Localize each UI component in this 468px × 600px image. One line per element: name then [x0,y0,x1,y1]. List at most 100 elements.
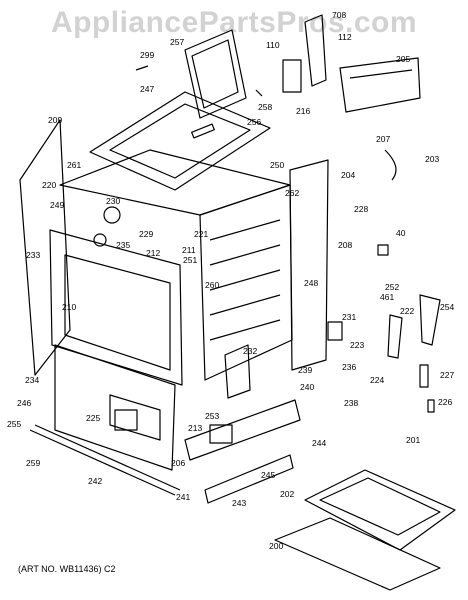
part-label-255: 255 [7,419,21,429]
part-label-207: 207 [376,134,390,144]
part-label-233: 233 [26,250,40,260]
pin-part [135,65,149,71]
hinge-222 [387,314,403,359]
cable-203 [384,149,397,181]
part-label-256: 256 [247,117,261,127]
broiler-pan-liner [109,394,161,441]
part-label-40: 40 [396,228,406,238]
part-label-257: 257 [170,37,184,47]
part-label-708: 708 [332,10,346,20]
part-label-254: 254 [440,302,454,312]
bracket-231 [327,321,343,341]
part-label-234: 234 [25,375,39,385]
part-label-200: 200 [269,541,283,551]
part-label-229: 229 [139,229,153,239]
part-label-203: 203 [425,154,439,164]
lower-cavity [54,344,176,471]
part-label-110: 110 [266,40,280,50]
side-panel-left [19,119,71,376]
oven-rack [274,517,441,591]
part-label-245: 245 [261,470,275,480]
cooktop-panel [89,91,271,191]
cooktop-slot [191,123,215,139]
part-label-204: 204 [341,170,355,180]
cooktop-inner [109,103,251,179]
part-label-244: 244 [312,438,326,448]
burner-knob [103,206,121,224]
part-label-253: 253 [205,411,219,421]
part-label-112: 112 [338,32,352,42]
front-rail [29,429,176,496]
part-label-228: 228 [354,204,368,214]
part-label-206: 206 [171,458,185,468]
bracket-40 [377,244,389,256]
part-label-250: 250 [270,160,284,170]
part-label-262: 262 [285,188,299,198]
part-label-221: 221 [194,229,208,239]
panel-bracket [304,14,327,87]
part-label-210: 210 [62,302,76,312]
watermark-text: AppliancePartsPros.com [50,6,418,39]
part-label-247: 247 [140,84,154,94]
backsplash-panel [184,29,247,119]
part-225 [114,409,138,431]
broiler-grate [319,477,441,536]
part-label-251: 251 [183,255,197,265]
side-panel-right [289,159,329,371]
part-label-226: 226 [438,397,452,407]
part-label-299: 299 [140,50,154,60]
part-label-461: 461 [380,292,394,302]
part-label-242: 242 [88,476,102,486]
part-label-230: 230 [106,196,120,206]
part-label-205: 205 [396,54,410,64]
part-label-223: 223 [350,340,364,350]
trim-panel [339,57,421,113]
spring-227 [419,364,429,388]
part-label-222: 222 [400,306,414,316]
part-label-259: 259 [26,458,40,468]
backsplash-inner [191,39,239,109]
part-label-220: 220 [42,180,56,190]
part-label-235: 235 [116,240,130,250]
part-253 [209,424,233,444]
part-label-260: 260 [205,280,219,290]
part-label-252: 252 [385,282,399,292]
part-label-227: 227 [440,370,454,380]
oven-opening [64,254,171,371]
part-label-249: 249 [50,200,64,210]
part-label-213: 213 [188,423,202,433]
art-number: (ART NO. WB11436) C2 [18,564,116,574]
toe-panel [184,399,301,461]
part-label-243: 243 [232,498,246,508]
part-label-208: 208 [338,240,352,250]
part-label-209: 209 [48,115,62,125]
part-label-216: 216 [296,106,310,116]
range-body-top [59,149,291,216]
part-label-201: 201 [406,435,420,445]
part-label-231: 231 [342,312,356,322]
burner-cap [93,233,107,247]
part-label-239: 239 [298,365,312,375]
part-label-241: 241 [176,492,190,502]
part-label-258: 258 [258,102,272,112]
clip-226 [427,399,435,413]
part-label-224: 224 [370,375,384,385]
part-label-246: 246 [17,398,31,408]
broiler-pan [304,469,456,551]
part-label-238: 238 [344,398,358,408]
part-label-225: 225 [86,413,100,423]
part-label-232: 232 [243,346,257,356]
part-label-240: 240 [300,382,314,392]
part-232 [224,344,251,399]
range-front-frame [49,229,183,386]
part-label-261: 261 [67,160,81,170]
part-label-236: 236 [342,362,356,372]
part-label-202: 202 [280,489,294,499]
part-label-211: 211 [182,245,196,255]
hinge-254 [419,294,441,346]
bottom-rail [204,454,294,504]
part-label-212: 212 [146,248,160,258]
part-label-248: 248 [304,278,318,288]
